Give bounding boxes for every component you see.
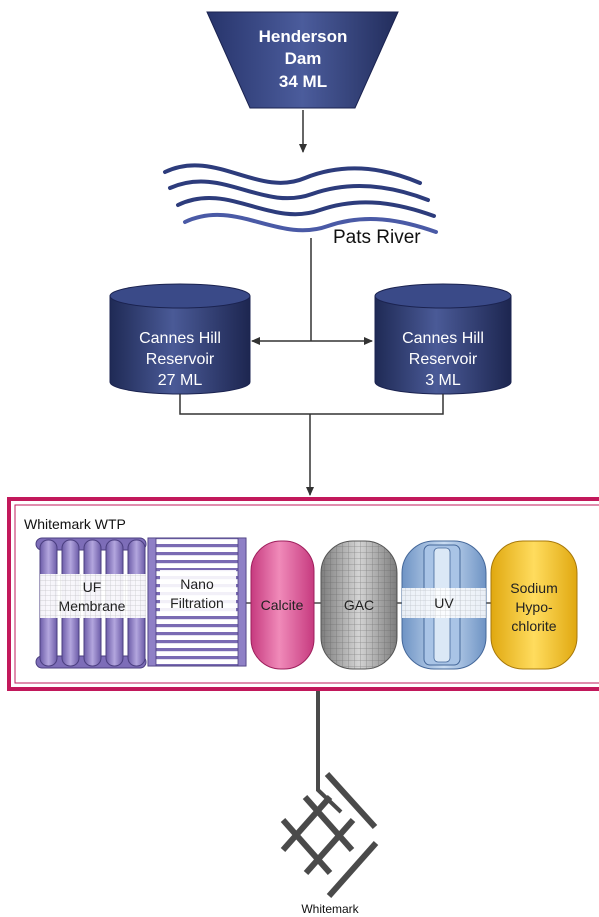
- dam-shape: [206, 11, 399, 109]
- town-label: Whitemark: [301, 902, 359, 916]
- sodium-hypochlorite-unit: Sodium Hypo- chlorite: [490, 540, 578, 670]
- reservoir-right-line1: Cannes Hill: [402, 330, 484, 347]
- reservoir-outlet-lines: [179, 394, 444, 496]
- uf-label-line2: Membrane: [59, 598, 126, 614]
- nano-label-line1: Nano: [180, 576, 214, 592]
- dam-volume: 34 ML: [279, 72, 327, 91]
- nano-label-line2: Filtration: [170, 595, 224, 611]
- calcite-label: Calcite: [261, 597, 304, 613]
- calcite-unit: Calcite: [250, 540, 315, 670]
- reservoir-right-volume: 3 ML: [425, 372, 461, 389]
- river-waves-icon: [163, 163, 438, 234]
- dam-name-line2: Dam: [285, 49, 322, 68]
- reservoir-right-line2: Reservoir: [409, 351, 478, 368]
- reservoir-right: Cannes Hill Reservoir 3 ML: [374, 283, 512, 395]
- reservoir-left: Cannes Hill Reservoir 27 ML: [109, 283, 251, 395]
- dam-name-line1: Henderson: [259, 27, 348, 46]
- uv-unit: UV: [401, 540, 487, 670]
- plant-title: Whitemark WTP: [24, 516, 126, 532]
- whitemark-wtp: Whitemark WTP UF Membrane Nano Filtratio…: [7, 497, 599, 691]
- plant-inner-border: [14, 504, 599, 684]
- outlet-pipe: [316, 691, 343, 814]
- uv-label: UV: [434, 595, 454, 611]
- nano-filtration-unit: Nano Filtration: [147, 537, 247, 667]
- reservoir-left-volume: 27 ML: [158, 372, 203, 389]
- sodium-label-line2: Hypo-: [515, 599, 553, 615]
- uf-label-line1: UF: [83, 579, 102, 595]
- reservoir-left-line1: Cannes Hill: [139, 330, 221, 347]
- sodium-label-line1: Sodium: [510, 580, 557, 596]
- reservoir-left-line2: Reservoir: [146, 351, 215, 368]
- gac-label: GAC: [344, 597, 374, 613]
- henderson-dam: Henderson Dam 34 ML: [206, 11, 399, 109]
- gac-unit: GAC: [320, 540, 398, 670]
- town-network-icon: [280, 771, 379, 898]
- sodium-label-line3: chlorite: [511, 618, 556, 634]
- river-label: Pats River: [333, 227, 421, 248]
- uf-membrane-unit: UF Membrane: [35, 537, 147, 669]
